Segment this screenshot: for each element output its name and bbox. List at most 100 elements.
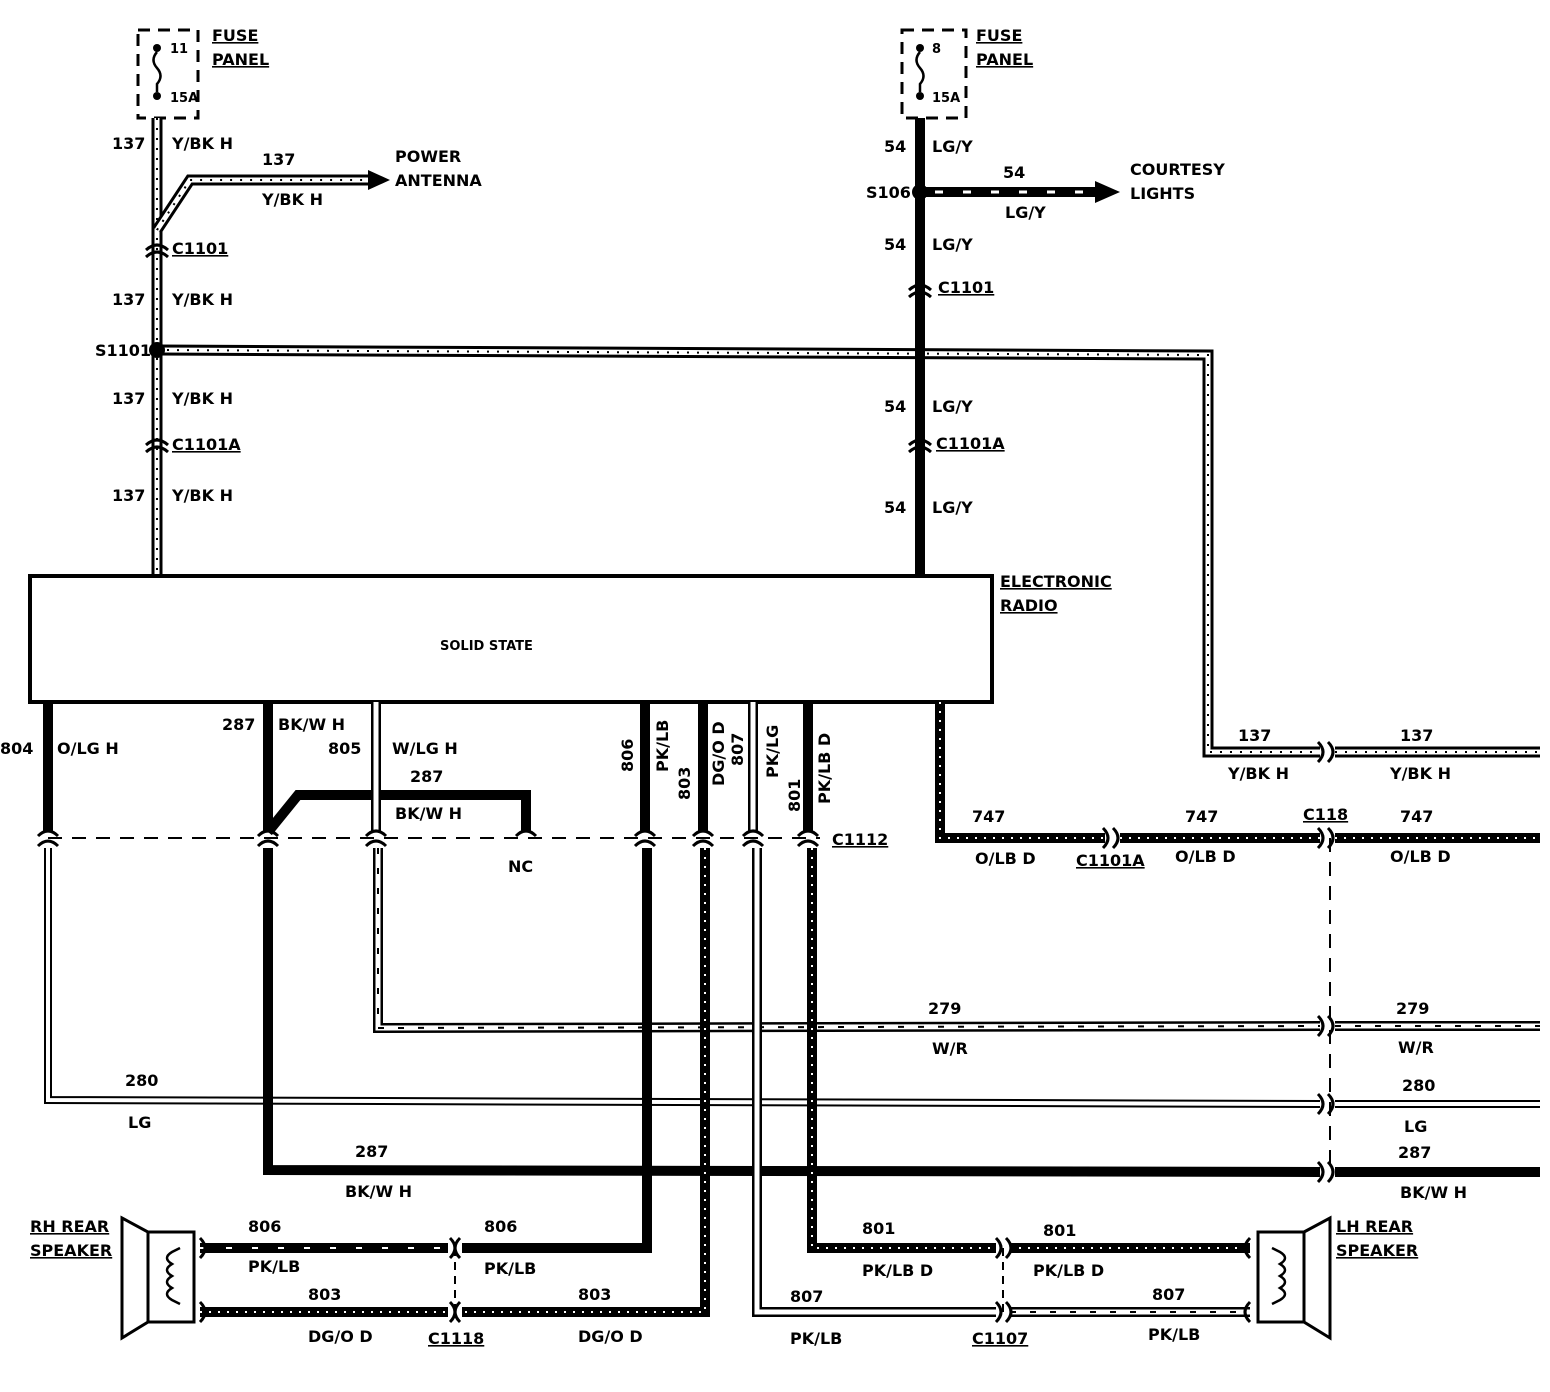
color-747-b: O/LB D xyxy=(1175,847,1236,866)
color-137-right-b: Y/BK H xyxy=(1389,764,1451,783)
label-806-spk-a: 806 xyxy=(248,1217,281,1236)
color-137-b: Y/BK H xyxy=(171,290,233,309)
fuse-right: 8 15A FUSE PANEL xyxy=(900,26,1033,120)
color-287-bottom-b: BK/W H xyxy=(1400,1183,1467,1202)
label-807-spk-a: 807 xyxy=(790,1287,823,1306)
color-807-spk-b: PK/LB xyxy=(1148,1325,1200,1344)
color-801-vert: PK/LB D xyxy=(815,733,834,804)
color-747-c: O/LB D xyxy=(1390,847,1451,866)
wire-805-279 xyxy=(371,702,1540,1034)
label-803-vert: 803 xyxy=(675,767,694,800)
color-137-a: Y/BK H xyxy=(171,134,233,153)
splice-s106: S106 xyxy=(866,183,911,202)
color-803-vert: DG/O D xyxy=(709,721,728,786)
connector-marks-top xyxy=(144,243,933,454)
wire-137 xyxy=(151,118,1540,758)
color-287-bottom-a: BK/W H xyxy=(345,1182,412,1201)
label-806-spk-b: 806 xyxy=(484,1217,517,1236)
color-803-spk-b: DG/O D xyxy=(578,1327,643,1346)
nc-label: NC xyxy=(508,857,533,876)
label-806-vert: 806 xyxy=(618,739,637,772)
color-287-top: BK/W H xyxy=(278,715,345,734)
color-801-spk-a: PK/LB D xyxy=(862,1261,933,1280)
color-806-spk-a: PK/LB xyxy=(248,1257,300,1276)
color-803-spk-a: DG/O D xyxy=(308,1327,373,1346)
connector-c1101a-right: C1101A xyxy=(936,434,1005,453)
color-54-court: LG/Y xyxy=(1005,203,1046,222)
label-807-spk-b: 807 xyxy=(1152,1285,1185,1304)
label-747-b: 747 xyxy=(1185,807,1218,826)
label-54-court: 54 xyxy=(1003,163,1025,182)
color-137-c: Y/BK H xyxy=(171,389,233,408)
label-287-bottom-a: 287 xyxy=(355,1142,388,1161)
color-287-mid: BK/W H xyxy=(395,804,462,823)
splice-s1101: S1101 xyxy=(95,341,151,360)
connector-c1101-right: C1101 xyxy=(938,278,994,297)
fuse-right-label-2: PANEL xyxy=(976,50,1033,69)
color-54-d: LG/Y xyxy=(932,498,973,517)
fuse-left-number: 11 xyxy=(170,42,188,57)
label-807-vert: 807 xyxy=(728,733,747,766)
color-279-a: W/R xyxy=(932,1039,968,1058)
rh-rear-speaker: RH REAR SPEAKER xyxy=(30,1215,196,1341)
color-801-spk-b: PK/LB D xyxy=(1033,1261,1104,1280)
color-805: W/LG H xyxy=(392,739,458,758)
courtesy-label-2: LIGHTS xyxy=(1130,184,1195,203)
connector-c118: C118 xyxy=(1303,805,1348,824)
color-54-a: LG/Y xyxy=(932,137,973,156)
color-806-vert: PK/LB xyxy=(653,720,672,772)
connector-c1101a-left: C1101A xyxy=(172,435,241,454)
label-287-bottom-b: 287 xyxy=(1398,1143,1431,1162)
wire-807 xyxy=(748,702,1250,1317)
lh-speaker-label-1: LH REAR xyxy=(1336,1217,1413,1236)
wire-801 xyxy=(803,702,1250,1253)
lh-speaker-label-2: SPEAKER xyxy=(1336,1241,1418,1260)
color-279-b: W/R xyxy=(1398,1038,1434,1057)
label-54-b: 54 xyxy=(884,235,906,254)
fuse-right-label-1: FUSE xyxy=(976,26,1022,45)
color-807-vert: PK/LG xyxy=(763,725,782,778)
label-287-mid: 287 xyxy=(410,767,443,786)
label-801-spk-b: 801 xyxy=(1043,1221,1076,1240)
lh-rear-speaker: LH REAR SPEAKER xyxy=(1256,1215,1418,1341)
label-137-b: 137 xyxy=(112,290,145,309)
power-antenna-label-2: ANTENNA xyxy=(395,171,482,190)
fuse-left-label-2: PANEL xyxy=(212,50,269,69)
connector-c1112: C1112 xyxy=(832,830,888,849)
color-747-a: O/LB D xyxy=(975,849,1036,868)
color-804: O/LG H xyxy=(57,739,119,758)
radio-label-1: ELECTRONIC xyxy=(1000,572,1112,591)
label-804: 804 xyxy=(0,739,33,758)
courtesy-label-1: COURTESY xyxy=(1130,160,1225,179)
wire-803 xyxy=(200,702,710,1317)
wire-747 xyxy=(935,702,1540,843)
label-280-a: 280 xyxy=(125,1071,158,1090)
color-54-b: LG/Y xyxy=(932,235,973,254)
label-137-a: 137 xyxy=(112,134,145,153)
wire-54 xyxy=(912,118,1120,576)
label-801-vert: 801 xyxy=(785,779,804,812)
horizontal-connector-marks xyxy=(198,740,1335,1324)
label-747-c: 747 xyxy=(1400,807,1433,826)
fuse-left-rating: 15A xyxy=(170,91,198,106)
radio-box xyxy=(28,574,994,704)
connector-c1101a-747: C1101A xyxy=(1076,851,1145,870)
label-803-spk-b: 803 xyxy=(578,1285,611,1304)
radio-inner-text: SOLID STATE xyxy=(440,639,533,654)
color-806-spk-b: PK/LB xyxy=(484,1259,536,1278)
label-137-right-a: 137 xyxy=(1238,726,1271,745)
label-54-a: 54 xyxy=(884,137,906,156)
color-137-right-a: Y/BK H xyxy=(1227,764,1289,783)
power-antenna-label-1: POWER xyxy=(395,147,461,166)
connector-c1118: C1118 xyxy=(428,1329,484,1348)
label-280-b: 280 xyxy=(1402,1076,1435,1095)
rh-speaker-label-1: RH REAR xyxy=(30,1217,109,1236)
color-280-b: LG xyxy=(1404,1117,1427,1136)
wire-806 xyxy=(200,702,652,1253)
label-747-a: 747 xyxy=(972,807,1005,826)
color-280-a: LG xyxy=(128,1113,151,1132)
wire-804-280 xyxy=(43,702,1540,1108)
connector-c1101-left: C1101 xyxy=(172,239,228,258)
label-287-top: 287 xyxy=(222,715,255,734)
